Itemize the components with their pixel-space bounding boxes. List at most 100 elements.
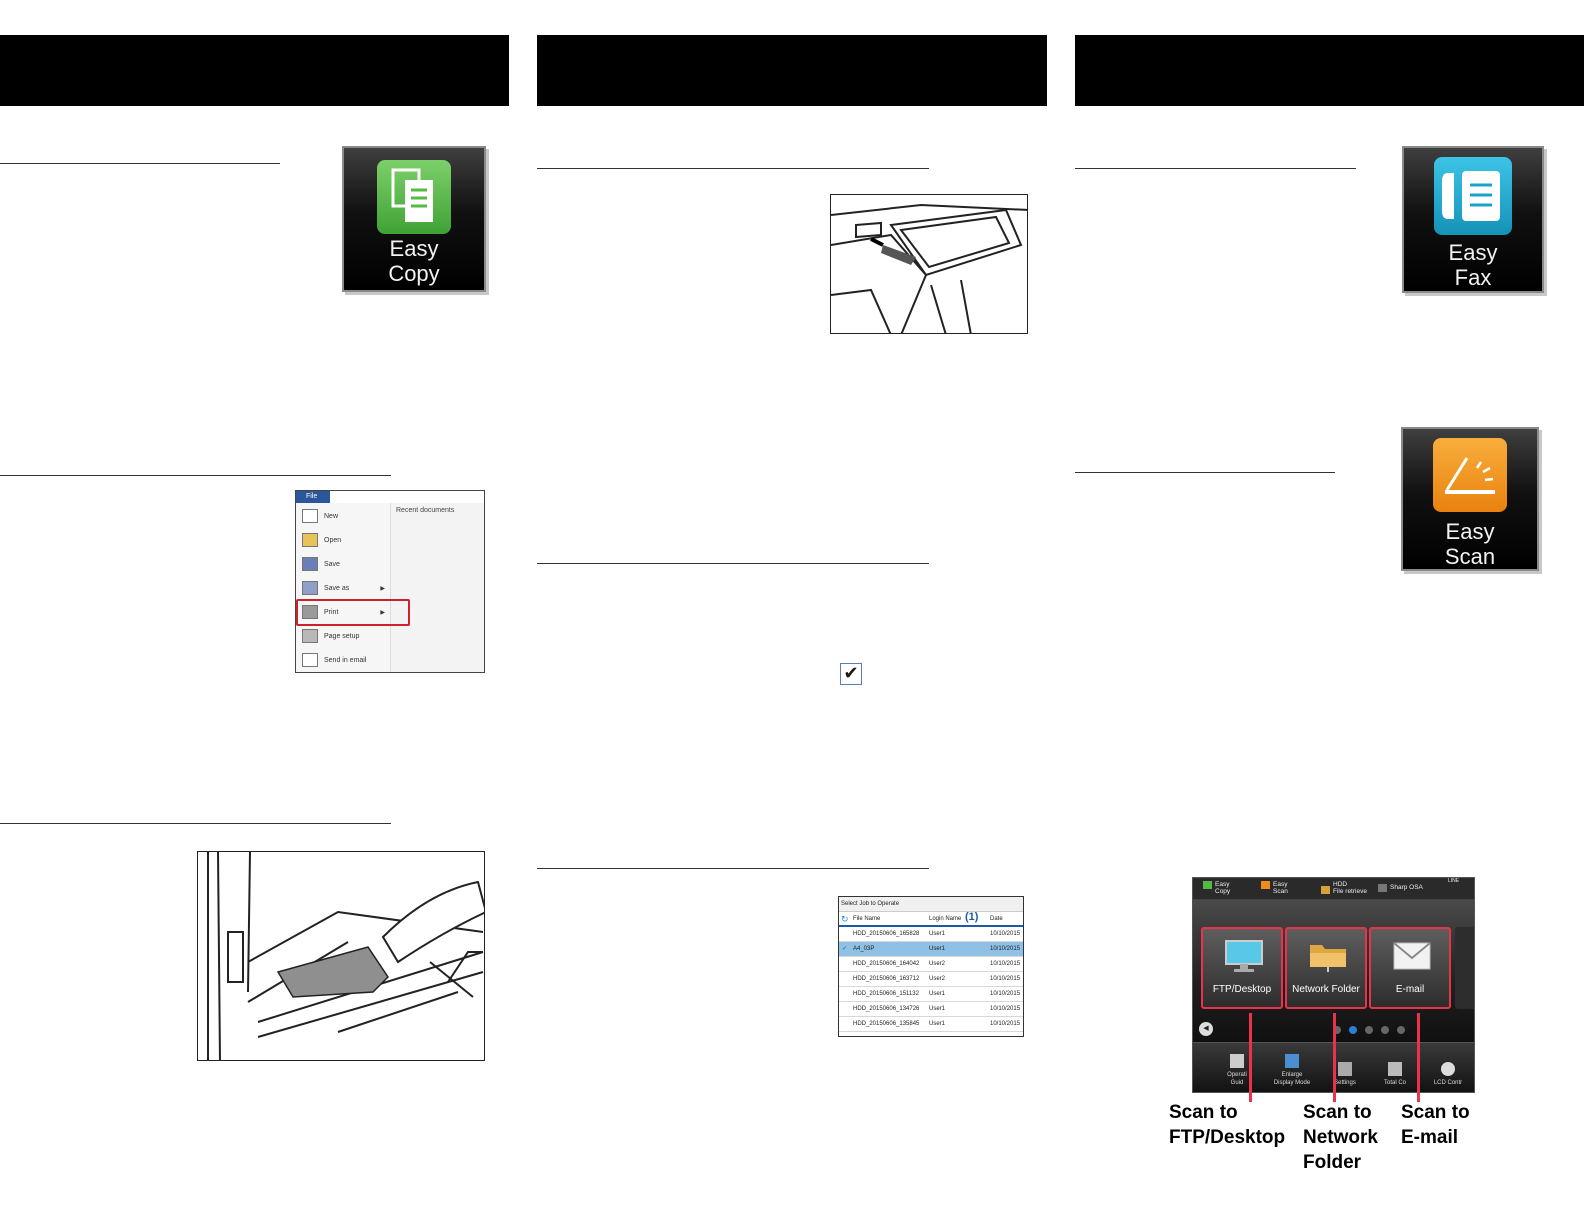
email-icon: [302, 653, 318, 667]
callout-scan-to-network-folder: Scan to Network Folder: [1303, 1100, 1378, 1175]
easy-fax-tile[interactable]: Easy Fax: [1402, 146, 1544, 293]
folder-icon: [302, 533, 318, 547]
previous-page-arrow-icon[interactable]: ◀: [1199, 1022, 1213, 1036]
tile-label-line: Easy: [1445, 519, 1495, 544]
menu-item-new[interactable]: New: [298, 505, 389, 527]
menu-item-save[interactable]: Save: [298, 553, 389, 575]
section-rule: [1075, 168, 1356, 169]
page-dot[interactable]: [1381, 1026, 1389, 1034]
cell-date: 10/10/2015: [990, 931, 1021, 937]
page-dot[interactable]: [1397, 1026, 1405, 1034]
lcd-control-button[interactable]: LCD Contr: [1425, 1062, 1471, 1087]
button-label: FTP/Desktop: [1212, 984, 1272, 995]
page-dot-active[interactable]: [1349, 1026, 1357, 1034]
section-rule: [0, 475, 391, 476]
menu-item-page-setup[interactable]: Page setup: [298, 625, 389, 647]
table-row-selected[interactable]: ✓ A4_03P User1 10/10/2015: [839, 942, 1023, 957]
next-page-button-edge[interactable]: [1455, 927, 1474, 1009]
callout-scan-to-email: Scan to E-mail: [1401, 1100, 1470, 1150]
cell-login-name: User1: [929, 1021, 946, 1027]
shortcut-label: Sharp OSA: [1390, 884, 1423, 891]
easy-copy-tile[interactable]: Easy Copy: [342, 146, 486, 292]
section-rule: [537, 563, 929, 564]
file-menu-screenshot: File New Open Save Save as▶ Print▶ Page …: [295, 490, 485, 673]
total-count-button[interactable]: Total Co: [1373, 1062, 1417, 1087]
menu-item-label: Page setup: [324, 632, 360, 640]
menu-item-save-as[interactable]: Save as▶: [298, 577, 389, 599]
cell-login-name: User1: [929, 946, 946, 952]
section-rule: [1075, 472, 1335, 473]
easy-scan-tile[interactable]: Easy Scan: [1401, 427, 1539, 571]
hdd-folder-icon: [1321, 886, 1330, 894]
callout-number: (1): [965, 911, 979, 923]
cell-file-name: HDD_20150606_165828: [853, 931, 920, 937]
section-rule: [0, 823, 391, 824]
page-dot[interactable]: [1365, 1026, 1373, 1034]
callout-leader-line: [1333, 1013, 1336, 1102]
cell-file-name: HDD_20150606_151132: [853, 991, 919, 997]
column-header-login-name[interactable]: Login Name: [929, 916, 962, 922]
callout-line: Network: [1303, 1127, 1378, 1148]
cell-login-name: User1: [929, 931, 946, 937]
easy-fax-label: Easy Fax: [1404, 240, 1542, 290]
callout-line: Folder: [1303, 1152, 1362, 1173]
sharp-osa-icon: [1378, 884, 1387, 892]
callout-line: Scan to: [1303, 1102, 1372, 1123]
checkmark-icon: ✓: [842, 946, 848, 952]
shortcut-label: Scan: [1273, 888, 1288, 895]
menu-item-label: Open: [324, 536, 342, 544]
file-tab[interactable]: File: [296, 491, 330, 503]
shortcut-label: HDD: [1333, 881, 1348, 888]
page-dot[interactable]: [1333, 1026, 1341, 1034]
book-icon: [1230, 1054, 1244, 1068]
cell-date: 10/10/2015: [990, 961, 1021, 967]
callout-leader-line: [1249, 1013, 1252, 1102]
shortcut-sharp-osa[interactable]: Sharp OSA: [1378, 884, 1423, 892]
checkbox-checked[interactable]: ✔: [840, 663, 862, 685]
line-indicator: LINE: [1448, 878, 1460, 884]
menu-item-label: New: [324, 512, 339, 520]
save-disk-icon: [302, 557, 318, 571]
fax-phone-icon: [1434, 157, 1512, 235]
cell-file-name: A4_03P: [853, 946, 875, 952]
refresh-icon[interactable]: ↻: [841, 914, 849, 924]
network-folder-button[interactable]: Network Folder: [1285, 927, 1367, 1009]
print-highlight-box: [296, 599, 410, 626]
cell-file-name: HDD_20150606_164042: [853, 961, 920, 967]
section-rule: [537, 868, 929, 869]
cell-date: 10/10/2015: [990, 946, 1021, 952]
menu-item-open[interactable]: Open: [298, 529, 389, 551]
menu-item-print[interactable]: Print▶: [298, 601, 389, 623]
tile-label-line: Easy: [1448, 240, 1498, 265]
column-header-file-name[interactable]: File Name: [853, 916, 881, 922]
callout-line: Scan to: [1401, 1102, 1470, 1123]
save-as-icon: [302, 581, 318, 595]
settings-button[interactable]: Settings: [1325, 1062, 1365, 1087]
job-list-header: ↻ File Name Login Name (1) Date: [839, 911, 1023, 927]
callout-scan-to-ftp-desktop: Scan to FTP/Desktop: [1169, 1100, 1285, 1150]
email-button[interactable]: E-mail: [1369, 927, 1451, 1009]
cell-date: 10/10/2015: [990, 991, 1021, 997]
menu-item-send-in-email[interactable]: Send in email: [298, 649, 389, 671]
cell-file-name: HDD_20150606_134726: [853, 1006, 920, 1012]
copy-documents-icon: [377, 160, 451, 234]
home-main-area: FTP/Desktop Network Folder E-mail ◀: [1193, 900, 1474, 1043]
table-row[interactable]: HDD_20150606_165828 User1 10/10/2015: [839, 927, 1023, 942]
bottom-label: LCD Contr: [1433, 1080, 1463, 1086]
menu-item-label: Save: [324, 560, 340, 568]
column-header-date[interactable]: Date: [990, 916, 1003, 922]
file-menu-pane: New Open Save Save as▶ Print▶ Page setup…: [296, 503, 391, 672]
ftp-desktop-button[interactable]: FTP/Desktop: [1201, 927, 1283, 1009]
